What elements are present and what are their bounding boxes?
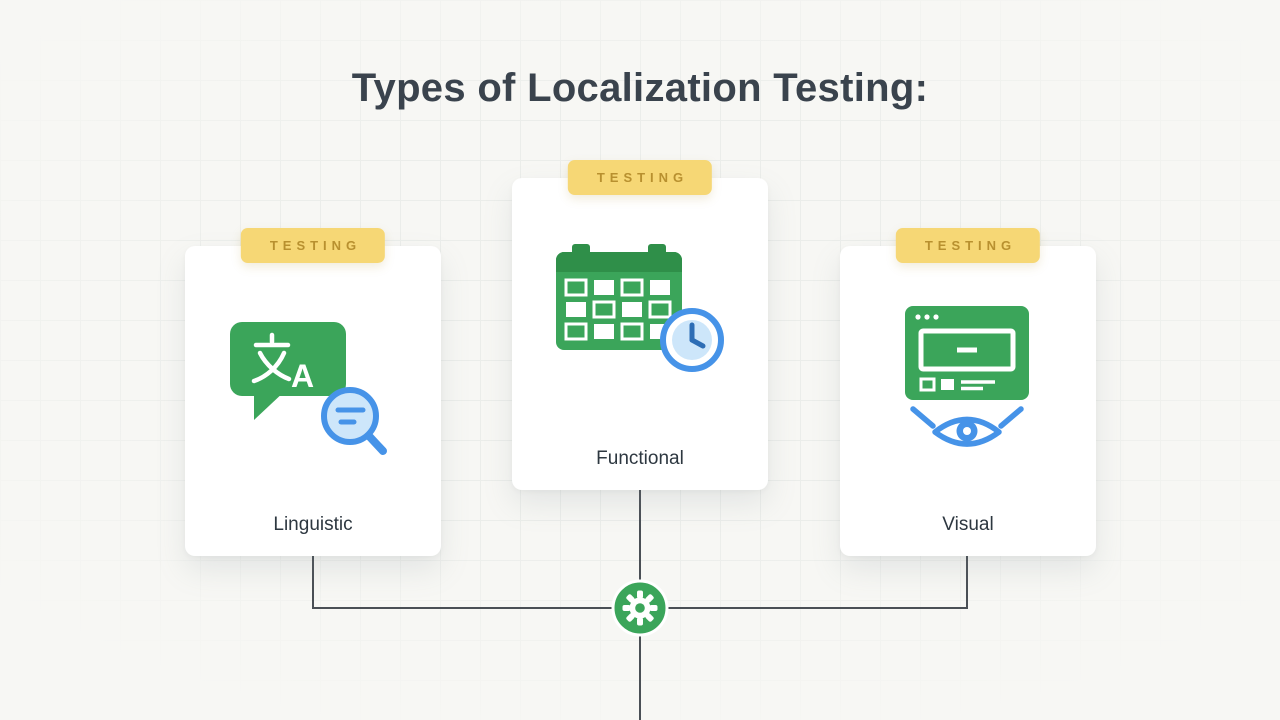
badge-testing-functional: TESTING [567,160,713,195]
badge-testing-linguistic: TESTING [240,228,386,263]
card-visual: TESTING Visual [840,228,1096,556]
card-label-visual: Visual [942,514,994,535]
connector-right-stub [966,554,968,608]
card-functional: TESTING [512,160,768,490]
connector-bottom [639,634,641,720]
browser-eye-icon [883,304,1053,463]
gear-icon [611,579,669,637]
calendar-clock-icon [554,240,726,379]
connector-left-stub [312,554,314,608]
card-linguistic: TESTING A Linguistic [185,228,441,556]
svg-text:A: A [291,358,314,394]
translate-search-icon: A [228,320,398,465]
card-label-functional: Functional [596,448,684,469]
connector-middle-top [639,490,641,584]
page-title: Types of Localization Testing: [351,66,929,110]
badge-testing-visual: TESTING [895,228,1041,263]
card-label-linguistic: Linguistic [273,514,353,535]
